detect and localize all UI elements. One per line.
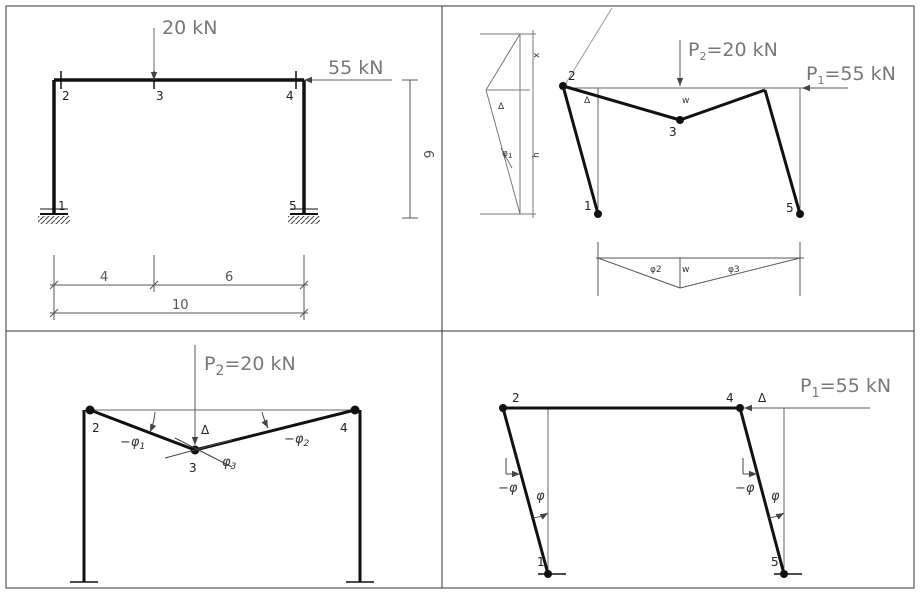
node-2-label: 2	[512, 391, 520, 405]
node-1-label: 1	[537, 555, 545, 569]
load-p1-label: P1=55 kN	[800, 375, 891, 401]
load-20kn-label: 20 kN	[162, 17, 217, 39]
node-4-label: 4	[340, 421, 348, 435]
reference-verticals	[547, 408, 785, 574]
extension-line	[562, 7, 613, 89]
panel-grid	[5, 5, 915, 589]
panel-d-sway-mechanism: P1=55 kN Δ 2 4 1 5 −φ φ −φ φ	[498, 375, 891, 578]
neg-phi-right-label: −φ	[735, 481, 755, 496]
phi-right-label: φ	[771, 489, 780, 504]
node-1-label: 1	[58, 199, 66, 213]
phi3-label: φ3	[728, 265, 740, 275]
neg-phi1-label: −φ1	[120, 435, 145, 452]
fixed-support-left	[38, 208, 70, 224]
angle-arcs	[149, 411, 269, 468]
delta-left-label: Δ	[498, 102, 505, 112]
node-2-label: 2	[92, 421, 100, 435]
delta-label: Δ	[584, 96, 591, 106]
node-1-label: 1	[584, 199, 592, 213]
node-3-label: 3	[189, 461, 197, 475]
node-3-label: 3	[156, 89, 164, 103]
dim-height-label: 6	[420, 150, 435, 158]
delta-label: Δ	[758, 391, 767, 405]
delta-label: Δ	[201, 423, 210, 437]
h-label: h	[532, 152, 542, 158]
deformed-members	[561, 84, 802, 215]
phi1-label: φ1	[502, 149, 512, 160]
phi-left-label: φ	[536, 489, 545, 504]
node-4-label: 4	[286, 89, 294, 103]
dim-left-label: 4	[100, 270, 108, 285]
reference-frame	[563, 87, 848, 214]
neg-phi2-label: −φ2	[284, 432, 309, 449]
node-5-label: 5	[289, 199, 297, 213]
node-5-label: 5	[771, 555, 779, 569]
node-2-label: 2	[568, 69, 576, 83]
panel-b-mechanism: Δ x h φ1 P2=20 kN P1=55 kN Δ w 2 3 1	[480, 7, 896, 296]
dim-height	[402, 79, 418, 219]
dim-total-label: 10	[172, 298, 189, 313]
x-label: x	[532, 52, 542, 58]
columns	[82, 410, 362, 582]
deformed-beam	[89, 408, 356, 452]
frame-members	[52, 78, 306, 214]
angle-marks	[505, 458, 785, 520]
hinges	[559, 82, 804, 218]
neg-phi-left-label: −φ	[498, 481, 518, 496]
deflection-diagram	[596, 242, 804, 296]
rotation-diagram-left	[480, 30, 536, 218]
node-3-label: 3	[669, 125, 677, 139]
w-label: w	[682, 96, 689, 106]
load-p1-label: P1=55 kN	[806, 63, 896, 87]
dim-spans	[49, 255, 309, 320]
phi2-label: φ2	[650, 265, 662, 275]
w-diagram-label: w	[682, 265, 689, 275]
fixed-support-right	[288, 208, 320, 224]
load-p2-label: P2=20 kN	[688, 39, 778, 63]
members	[501, 406, 786, 575]
node-5-label: 5	[786, 201, 794, 215]
load-55kn-label: 55 kN	[328, 57, 383, 79]
node-2-label: 2	[62, 89, 70, 103]
panel-a-frame: 20 kN 55 kN 1 2 3 4 5 6 4 6 10	[38, 17, 435, 320]
panel-c-beam-mechanism: P2=20 kN Δ 2 3 4 −φ1 −φ2 φ3	[70, 345, 374, 583]
dim-right-label: 6	[225, 270, 233, 285]
phi3-label: φ3	[222, 455, 237, 472]
node-4-label: 4	[726, 391, 734, 405]
load-p2-label: P2=20 kN	[204, 353, 296, 379]
